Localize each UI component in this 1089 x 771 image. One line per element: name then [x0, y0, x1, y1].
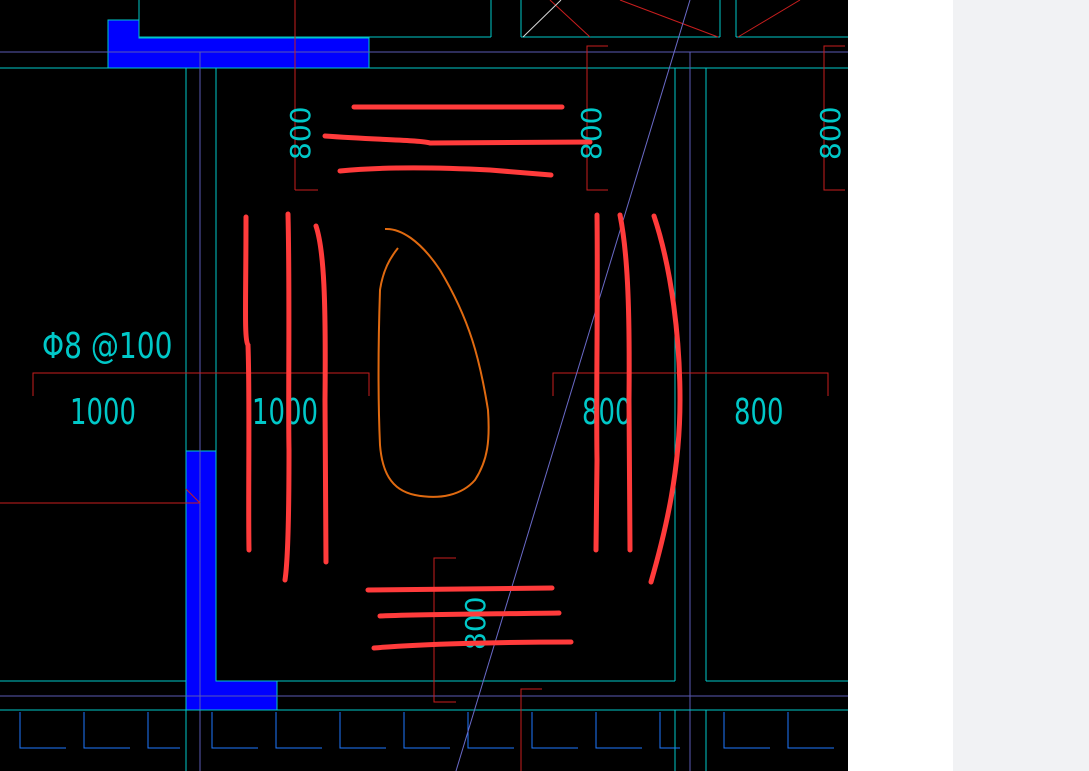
bottom-rebar-symbols — [19, 712, 834, 749]
side-strip — [953, 0, 1089, 771]
red-markup-strokes — [243, 104, 683, 651]
rebar-spec-label: Φ8 @100 — [42, 325, 173, 367]
white-diagonal — [522, 0, 562, 38]
dimension-label-2: 1000 — [252, 392, 318, 433]
wall-lines — [0, 0, 848, 771]
diagonal-lines — [455, 0, 691, 771]
spacing-label-top-left: 800 — [284, 107, 317, 160]
leader-lines — [0, 0, 845, 771]
dimension-label-4: 800 — [734, 392, 783, 433]
orange-markup-stroke — [377, 227, 490, 498]
text-annotations: Φ8 @100 1000 1000 800 800 — [42, 325, 783, 434]
spacing-label-top-right: 800 — [814, 107, 847, 160]
spacing-label-top-mid: 800 — [575, 107, 608, 160]
dimension-label-3: 800 — [582, 392, 631, 433]
vertical-spacing-labels: 800 800 800 800 — [284, 107, 847, 650]
dimension-label-1: 1000 — [70, 392, 136, 433]
cad-svg: Φ8 @100 1000 1000 800 800 800 800 800 80… — [0, 0, 848, 771]
wall-top-left — [107, 19, 370, 69]
cad-drawing-canvas[interactable]: Φ8 @100 1000 1000 800 800 800 800 800 80… — [0, 0, 848, 771]
